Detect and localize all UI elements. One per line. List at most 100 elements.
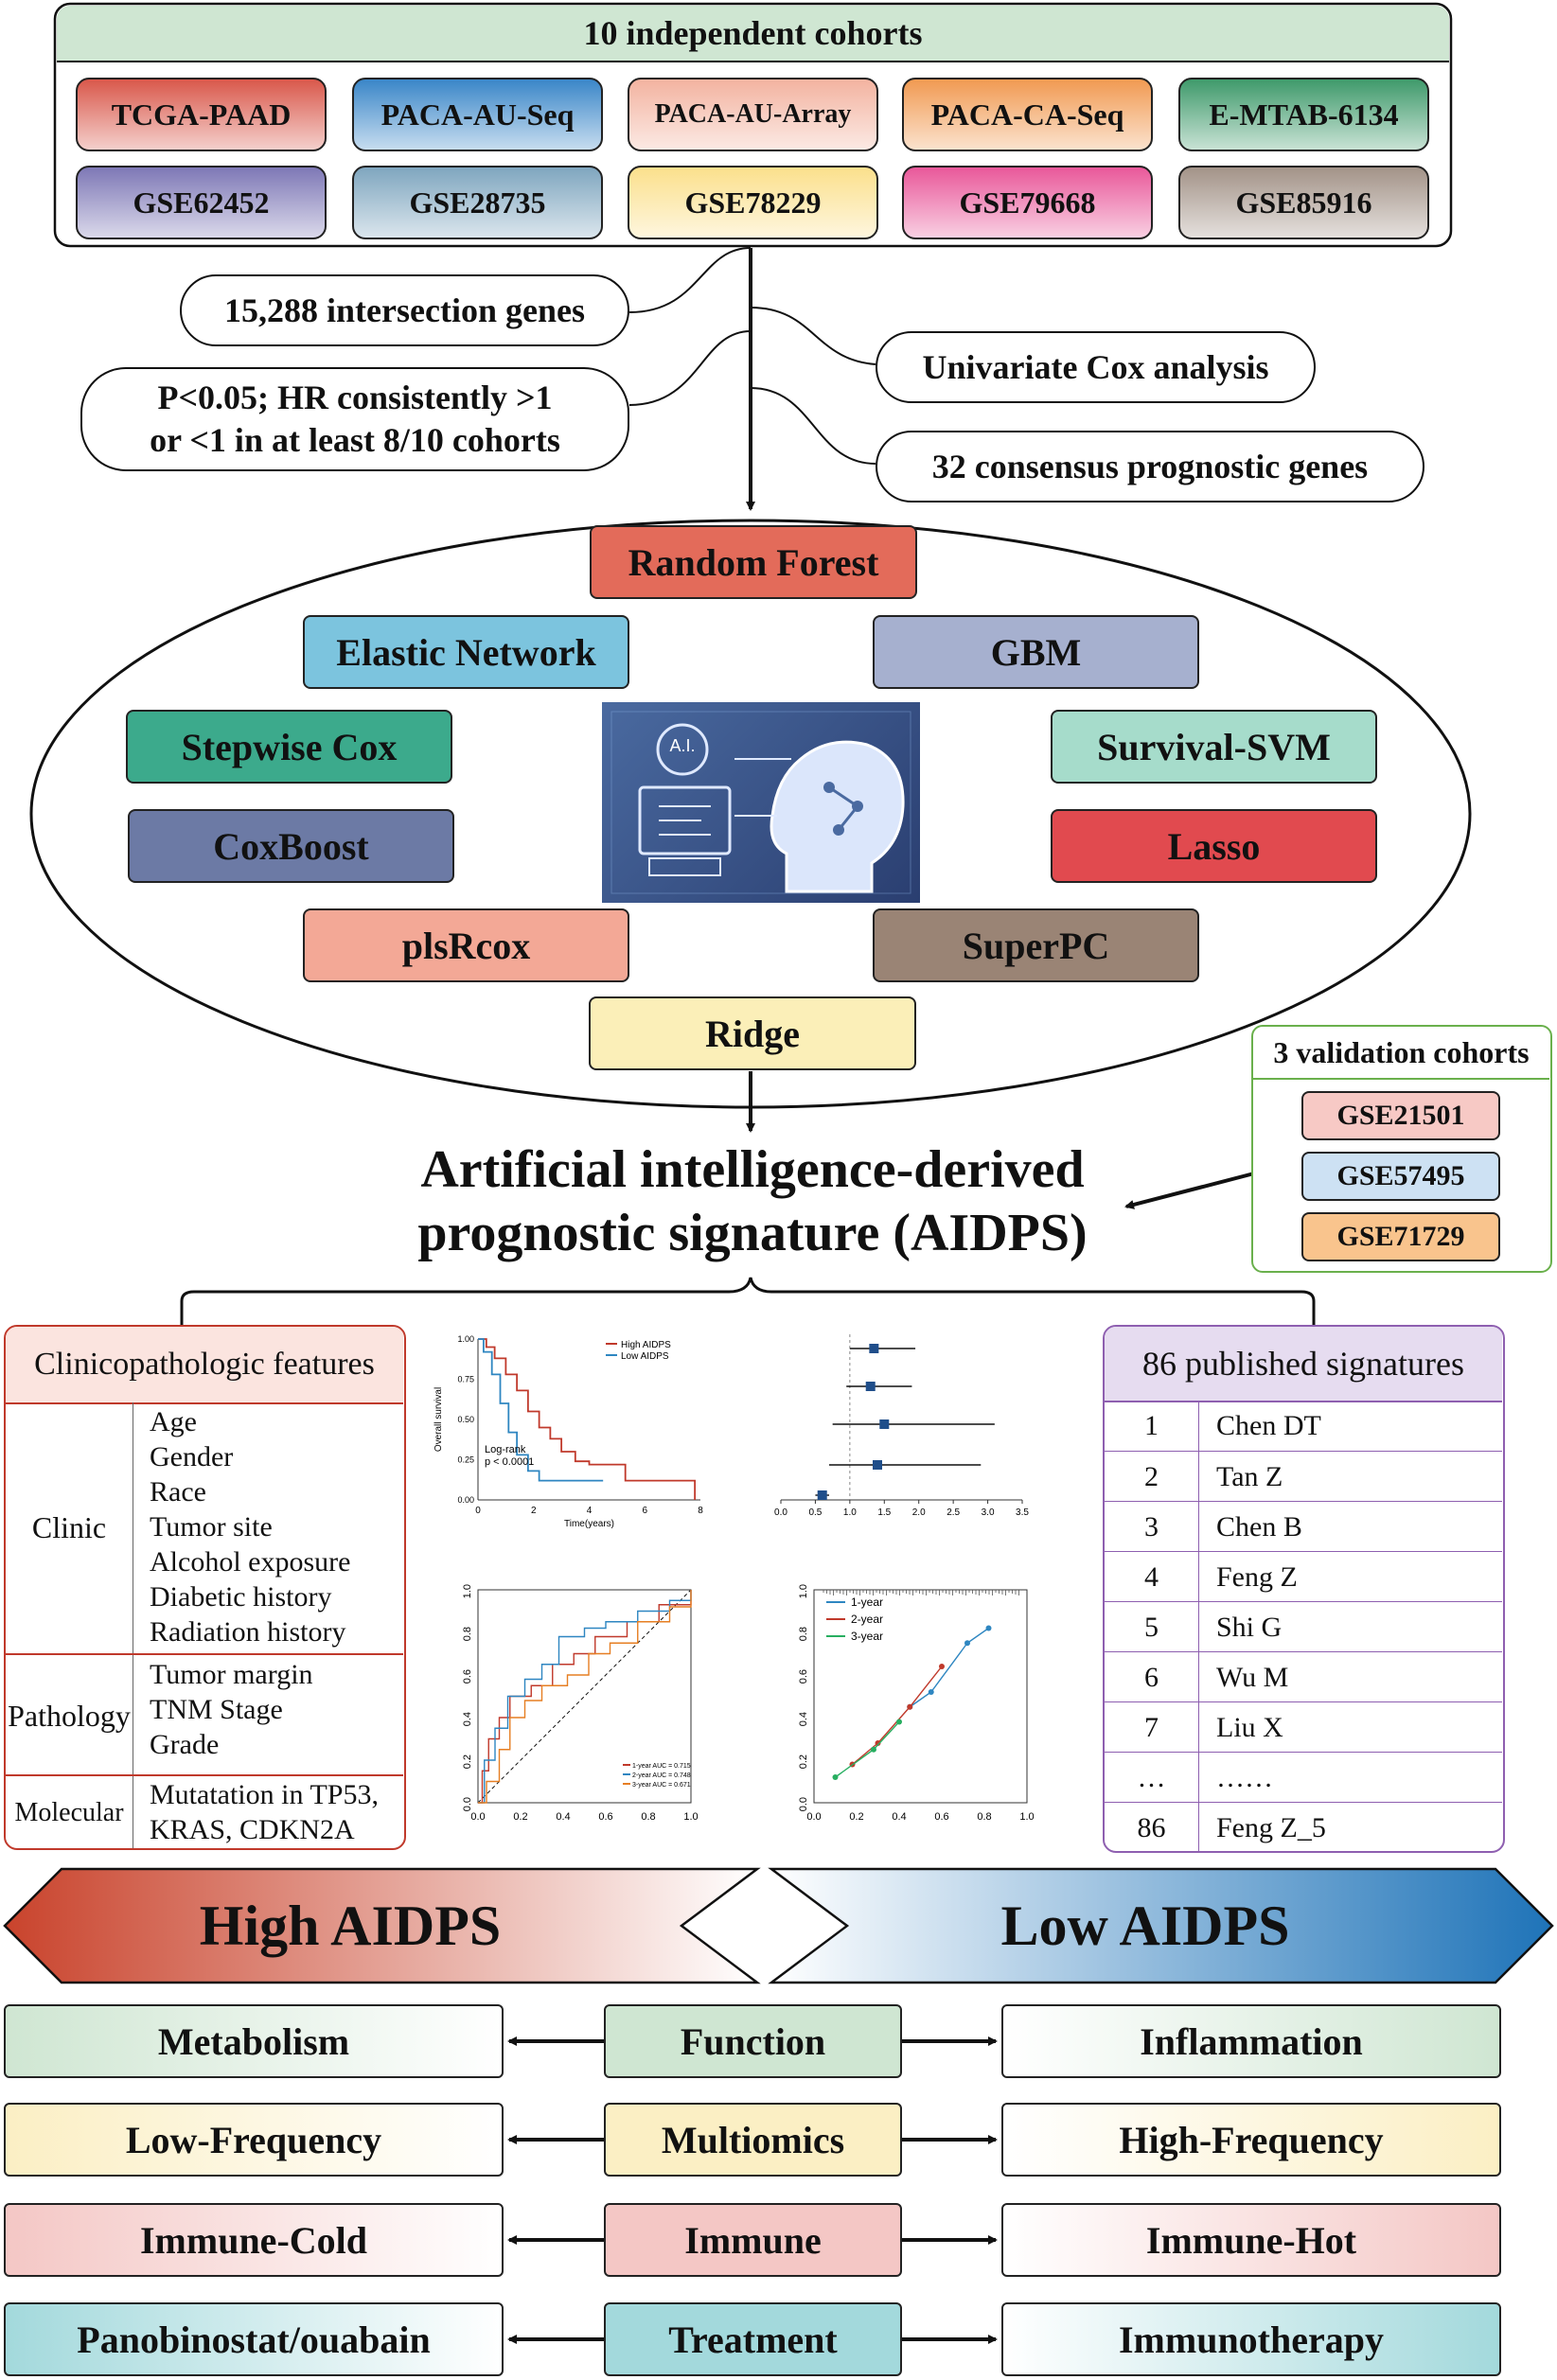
calib-ytick: 0.2	[798, 1754, 809, 1769]
cohorts-header: 10 independent cohorts	[57, 6, 1449, 62]
calib-line	[909, 1627, 989, 1708]
clinico-item: Tumor margin	[150, 1659, 313, 1690]
calib-point	[985, 1625, 992, 1631]
forest-point	[817, 1490, 827, 1500]
cohort-gse79668: GSE79668	[902, 166, 1153, 239]
calib-ytick: 1.0	[798, 1584, 809, 1598]
connector-intersection	[628, 247, 752, 313]
low-aidps-label: Low AIDPS	[1000, 1894, 1290, 1957]
cohort-paca-au-seq: PACA-AU-Seq	[352, 78, 603, 151]
km-xlabel: Time(years)	[564, 1519, 614, 1529]
roc-curve	[478, 1590, 692, 1804]
published-author: Tan Z	[1216, 1460, 1283, 1492]
published-header: 86 published signatures	[1105, 1327, 1502, 1402]
roc-xtick: 0.2	[513, 1811, 527, 1823]
outcome-center-function: Function	[604, 2004, 902, 2078]
roc-xtick: 0.4	[556, 1811, 570, 1823]
signature-line-2: prognostic signature (AIDPS)	[417, 1204, 1088, 1262]
clinico-item: Radiation history	[150, 1616, 346, 1648]
cohort-paca-au-array: PACA-AU-Array	[628, 78, 878, 151]
outcome-right-immunotherapy: Immunotherapy	[1001, 2302, 1501, 2376]
forest-point	[879, 1419, 890, 1429]
published-row: 4 Feng Z	[1105, 1551, 1502, 1602]
algorithm-coxboost: CoxBoost	[128, 809, 454, 883]
roc-xtick: 0.0	[470, 1811, 485, 1823]
forest-xtick: 0.0	[774, 1507, 787, 1518]
algorithm-lasso: Lasso	[1051, 809, 1377, 883]
km-xtick: 4	[587, 1506, 593, 1516]
published-row: 6 Wu M	[1105, 1651, 1502, 1702]
forest-xtick: 2.5	[947, 1507, 960, 1518]
published-author: Feng Z	[1216, 1560, 1298, 1593]
published-author: Chen DT	[1216, 1409, 1321, 1441]
published-index: 7	[1105, 1702, 1199, 1753]
published-index: 4	[1105, 1552, 1199, 1602]
calib-xtick: 0.6	[934, 1811, 948, 1823]
published-index: 3	[1105, 1502, 1199, 1552]
roc-xtick: 1.0	[683, 1811, 698, 1823]
calib-legend: 2-year	[851, 1613, 883, 1626]
roc-xtick: 0.8	[641, 1811, 655, 1823]
calib-xtick: 0.4	[892, 1811, 906, 1823]
calib-ytick: 0.4	[798, 1712, 809, 1726]
validation-arrow	[1124, 1172, 1255, 1209]
validation-gse71729: GSE71729	[1301, 1212, 1500, 1261]
calib-xtick: 1.0	[1019, 1811, 1034, 1823]
published-index: 6	[1105, 1652, 1199, 1702]
forest-xtick: 2.0	[912, 1507, 926, 1518]
km-low-curve	[478, 1338, 604, 1482]
km-xtick: 2	[531, 1506, 537, 1516]
cohort-gse78229: GSE78229	[628, 166, 878, 239]
calib-point	[896, 1719, 902, 1725]
published-author: Feng Z_5	[1216, 1811, 1326, 1843]
km-xtick: 8	[698, 1506, 703, 1516]
clinico-group-name: Clinic	[6, 1402, 133, 1653]
clinico-item: Grade	[150, 1729, 220, 1760]
published-author: Wu M	[1216, 1661, 1289, 1693]
km-legend-high: High AIDPS	[621, 1340, 671, 1350]
clinico-item: TNM Stage	[150, 1694, 283, 1725]
cohort-gse85916: GSE85916	[1178, 166, 1429, 239]
algorithm-superpc: SuperPC	[873, 908, 1199, 982]
forest-xtick: 1.5	[877, 1507, 891, 1518]
cohort-gse62452: GSE62452	[76, 166, 327, 239]
km-ylabel: Overall survival	[433, 1387, 444, 1452]
km-ytick: 0.50	[457, 1415, 474, 1424]
criteria-line-1: P<0.05; HR consistently >1	[157, 379, 553, 416]
calib-point	[907, 1703, 913, 1710]
clinicopathologic-header: Clinicopathologic features	[6, 1327, 403, 1404]
calib-ytick: 0.8	[798, 1627, 809, 1641]
high-aidps-banner	[3, 1867, 761, 1984]
forest-point	[865, 1382, 876, 1391]
forest-xtick: 0.5	[808, 1507, 822, 1518]
km-high-curve	[478, 1338, 697, 1500]
roc-ytick: 0.0	[462, 1797, 473, 1811]
signature-brace	[180, 1277, 1316, 1325]
outcome-center-treatment: Treatment	[604, 2302, 902, 2376]
algorithm-ridge: Ridge	[589, 996, 916, 1070]
outcome-right-high-frequency: High-Frequency	[1001, 2103, 1501, 2177]
km-ytick: 0.75	[457, 1375, 474, 1384]
forest-xtick: 1.0	[843, 1507, 857, 1518]
validation-header: 3 validation cohorts	[1253, 1027, 1549, 1080]
km-ytick: 0.25	[457, 1455, 474, 1465]
outcome-left-immune-cold: Immune-Cold	[4, 2203, 504, 2277]
roc-ytick: 1.0	[462, 1584, 473, 1598]
published-author: Shi G	[1216, 1611, 1283, 1643]
outcome-right-immune-hot: Immune-Hot	[1001, 2203, 1501, 2277]
calib-line	[852, 1666, 943, 1766]
calib-xtick: 0.8	[977, 1811, 991, 1823]
published-index: …	[1105, 1753, 1199, 1803]
calib-xtick: 0.0	[806, 1811, 821, 1823]
roc-ytick: 0.4	[462, 1712, 473, 1726]
criteria-line-2: or <1 in at least 8/10 cohorts	[150, 421, 560, 459]
